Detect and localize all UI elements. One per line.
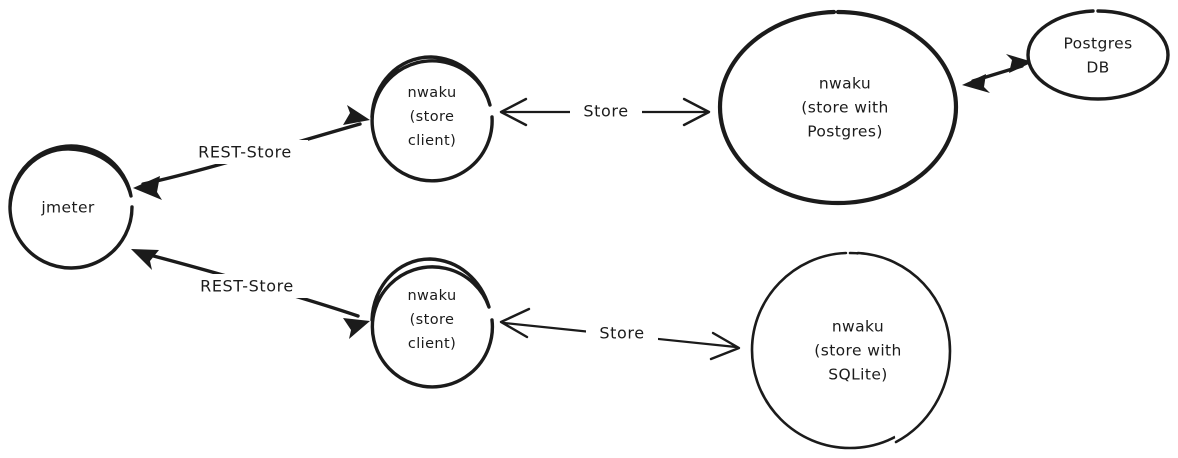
edge-jmeter-to-client-bottom[interactable]: REST-Store [131, 249, 370, 339]
node-label-line-3: SQLite) [828, 366, 887, 384]
node-label-line-3: client) [408, 336, 456, 352]
edge-postgres-to-db[interactable] [962, 54, 1033, 93]
node-nwaku-store-client-top[interactable]: nwaku (store client) [370, 55, 494, 183]
node-label-line-1: Postgres [1063, 35, 1132, 53]
edge-client-bottom-to-sqlite[interactable]: Store [499, 307, 741, 361]
edge-label-background [570, 100, 642, 124]
node-label-line-2: (store [410, 312, 455, 328]
node-shape-circle-overdraw [856, 251, 952, 444]
node-label-jmeter: jmeter [40, 199, 95, 217]
node-nwaku-store-client-bottom[interactable]: nwaku (store client) [370, 257, 495, 389]
node-label-line-1: nwaku [407, 85, 456, 101]
arrow-head-right [709, 331, 741, 361]
node-nwaku-store-sqlite[interactable]: nwaku (store with SQLite) [750, 251, 952, 450]
edge-label-rest-store-top: REST-Store [198, 143, 292, 162]
arrow-head-left [499, 97, 528, 127]
arrow-head-right [343, 105, 370, 125]
node-label-line-2: DB [1086, 59, 1109, 77]
edge-jmeter-to-client-top[interactable]: REST-Store [133, 105, 370, 200]
node-jmeter[interactable]: jmeter [8, 144, 134, 270]
node-shape-ellipse [717, 9, 959, 206]
node-label-line-1: nwaku [407, 288, 456, 304]
edge-label-store-top: Store [583, 102, 628, 121]
node-label-line-3: Postgres) [807, 123, 883, 141]
edge-label-background [586, 322, 658, 346]
arrow-head-left [499, 307, 531, 339]
node-label-line-2: (store [410, 109, 455, 125]
arrow-head-left [133, 176, 162, 200]
node-nwaku-store-postgres[interactable]: nwaku (store with Postgres) [717, 9, 959, 206]
node-label-line-1: nwaku [832, 318, 884, 336]
edge-label-store-bottom: Store [599, 324, 644, 343]
arrow-head-left [962, 74, 990, 93]
node-label-line-2: (store with [814, 342, 901, 360]
arrow-head-right [682, 97, 711, 127]
node-postgres-db[interactable]: Postgres DB [1026, 9, 1170, 101]
arrow-head-right [1006, 54, 1033, 73]
node-shape-ellipse [1026, 9, 1170, 101]
node-label-line-2: (store with [801, 99, 888, 117]
node-shape-circle [370, 55, 494, 183]
edge-label-background [176, 140, 308, 164]
node-shape-circle [8, 144, 134, 270]
edge-label-rest-store-bottom: REST-Store [200, 277, 294, 296]
node-shape-circle [370, 257, 495, 389]
edge-label-background [180, 274, 312, 298]
node-label-line-1: nwaku [819, 75, 871, 93]
edge-client-top-to-postgres[interactable]: Store [499, 97, 711, 127]
arrow-head-right [343, 318, 370, 339]
node-label-line-3: client) [408, 133, 456, 149]
arrow-head-left [131, 249, 159, 270]
